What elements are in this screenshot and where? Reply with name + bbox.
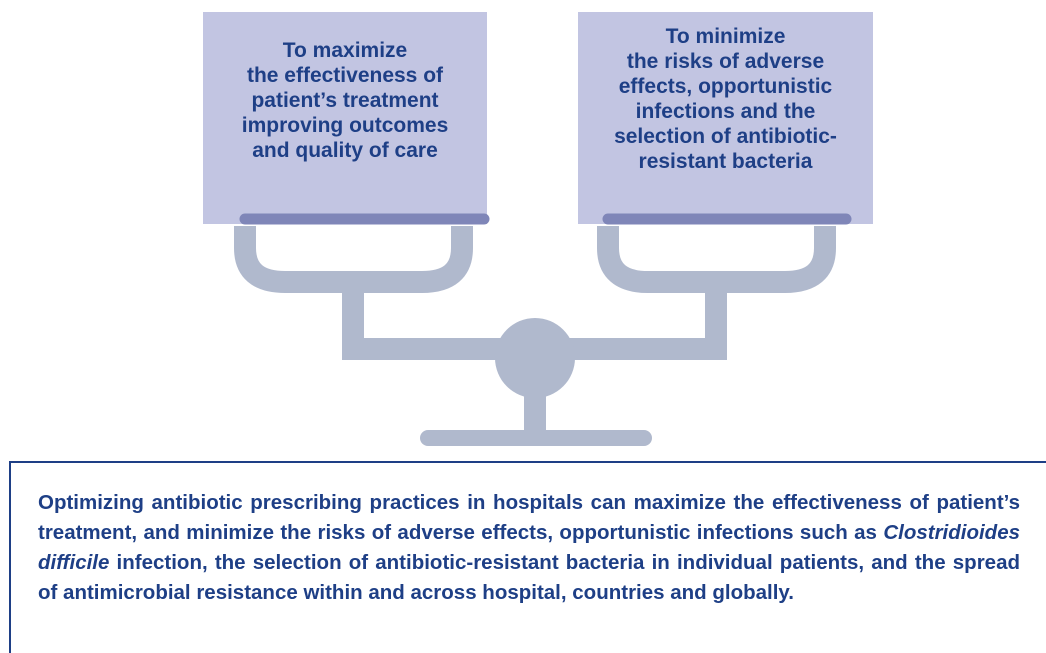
scale-pivot [495, 318, 575, 398]
summary-text-before: Optimizing antibiotic prescribing practi… [38, 491, 1020, 544]
summary-italic-organism: Clostridioides difficile [38, 521, 1020, 574]
right-pan-box: To minimize the risks of adverse effects… [578, 12, 873, 224]
left-pan-box: To maximize the effectiveness of patient… [203, 12, 487, 224]
right-pan-bowl [597, 226, 836, 293]
left-pan-bowl [234, 226, 473, 293]
summary-frame [9, 461, 1046, 653]
summary-text-after: infection, the selection of antibiotic-r… [38, 551, 1020, 604]
balance-scale-icon [234, 226, 836, 446]
summary-paragraph: Optimizing antibiotic prescribing practi… [38, 488, 1020, 608]
left-pan-text: To maximize the effectiveness of patient… [241, 39, 449, 162]
right-pan-text: To minimize the risks of adverse effects… [614, 25, 837, 173]
